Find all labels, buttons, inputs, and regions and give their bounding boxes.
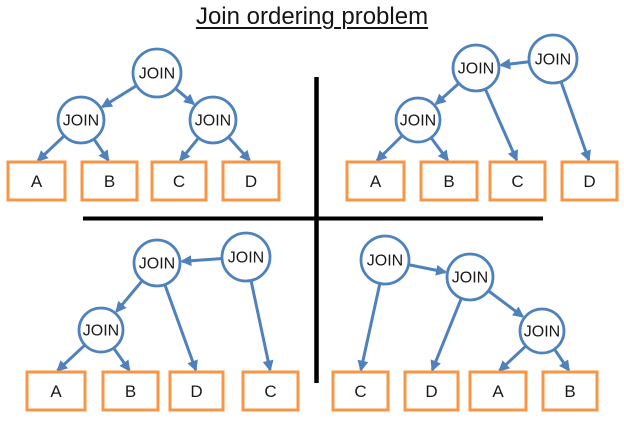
join-node-label: JOIN [139,66,175,83]
join-arrow-j1-to-j2 [115,280,143,313]
join-node-label: JOIN [400,113,436,130]
quadrant-balanced-bushy-tree: JOIN JOIN JOIN A B C D [6,47,281,202]
join-arrow-j1-to-A [36,135,65,162]
relation-box [168,370,225,412]
relation-box [25,370,87,412]
relation-box-label: C [511,172,523,191]
quadrant-left-deep-tree-abdc: JOIN JOIN JOIN A B D C [25,231,300,412]
join-arrow-j1-to-D [430,298,463,372]
relation-box-label: D [190,382,202,401]
relation-box [403,370,460,412]
relation-box [80,160,139,202]
join-node-label: JOIN [452,270,488,287]
join-arrow-j1-to-B [93,139,110,162]
join-node [518,307,566,355]
join-node [445,252,495,302]
join-node-label: JOIN [524,324,560,341]
relation-box [221,160,281,202]
join-node [451,43,501,93]
relation-box-label: B [125,382,136,401]
join-node-label: JOIN [228,250,264,267]
join-node [394,96,442,144]
join-arrow-root-to-j1 [409,263,448,276]
relation-box [560,160,619,202]
join-arrow-j1-to-j2 [488,290,525,318]
quadrant-left-deep-tree-abcd: JOIN JOIN JOIN A B C D [345,33,619,202]
join-arrow-j2-to-C [179,137,200,162]
join-arrow-root-to-j2 [175,87,196,106]
page-title: Join ordering problem [195,3,429,30]
join-node-label: JOIN [139,256,175,273]
relation-box-label: D [245,172,257,191]
relation-box-label: B [104,172,115,191]
join-arrow-j2-to-B [112,347,131,372]
join-arrow-j2-to-D [227,136,251,162]
relation-box [6,160,67,202]
relation-box [541,370,599,412]
join-node-label: JOIN [195,113,231,130]
join-node-label: JOIN [458,61,494,78]
relation-box [150,160,208,202]
join-arrow-j1-to-j2 [434,82,460,106]
join-arrow-root-to-C [249,281,274,372]
relation-box [488,160,547,202]
join-arrow-j2-to-A [498,345,527,372]
join-arrow-root-to-D [559,82,591,162]
join-node [56,95,106,145]
join-node-label: JOIN [367,253,403,270]
join-arrow-j2-to-A [375,135,403,162]
join-node [359,234,411,286]
relation-box [468,370,528,412]
join-node [132,238,182,288]
join-arrow-root-to-j1 [499,58,529,70]
relation-box [101,370,160,412]
join-node [220,231,272,283]
join-arrow-root-to-j1 [100,84,137,109]
join-arrow-j2-to-B [553,349,571,372]
join-arrow-j1-to-C [484,89,519,162]
relation-box-label: C [173,172,185,191]
relation-box [241,370,300,412]
relation-box-label: A [370,172,382,191]
relation-box-label: C [264,382,276,401]
join-arrow-j2-to-B [430,137,450,162]
relation-box-label: A [50,382,62,401]
relation-box-label: B [443,172,454,191]
relation-box-label: B [564,382,575,401]
join-node-label: JOIN [83,323,119,340]
join-arrow-j2-to-A [56,344,86,372]
join-arrow-root-to-C [357,284,382,372]
join-node [77,306,125,354]
join-node [188,95,238,145]
join-arrow-j1-to-D [163,285,198,372]
join-node [131,47,183,99]
join-node-label: JOIN [63,113,99,130]
relation-box-label: A [31,172,43,191]
quadrant-right-deep-tree-cdab: JOIN JOIN JOIN C D A B [331,234,599,412]
join-node [527,33,579,85]
relation-box-label: C [354,382,366,401]
relation-box [419,160,479,202]
relation-box-label: A [492,382,504,401]
relation-box-label: D [583,172,595,191]
relation-box [345,160,406,202]
join-arrow-root-to-j1 [180,255,222,267]
join-node-label: JOIN [535,52,571,69]
relation-box [331,370,390,412]
relation-box-label: D [425,382,437,401]
